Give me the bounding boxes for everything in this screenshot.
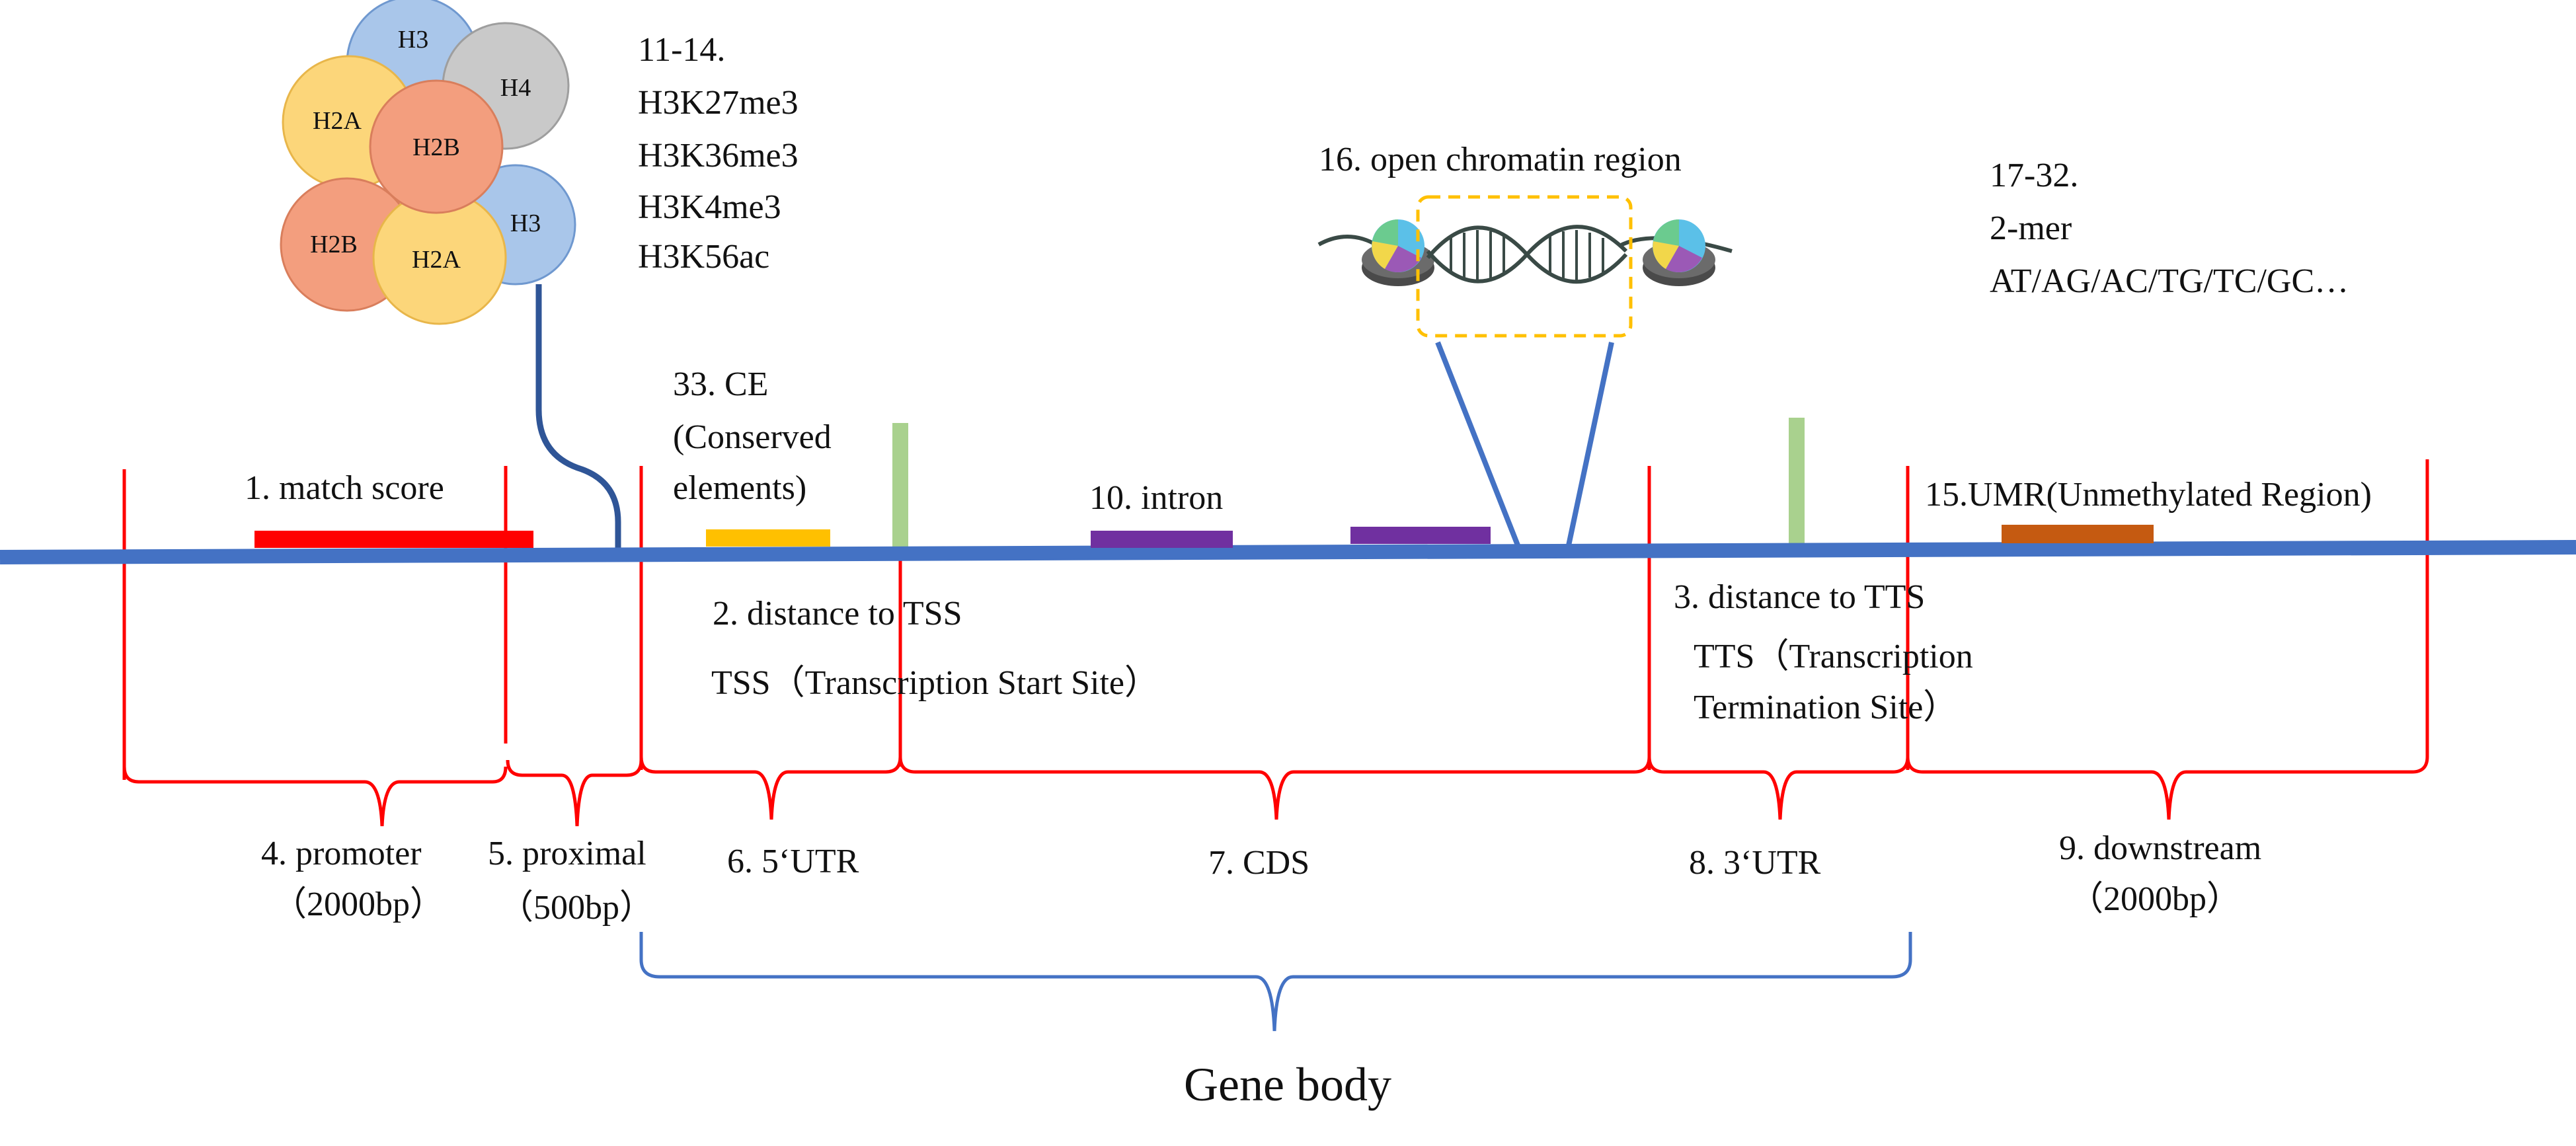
histone-marks-line: H3K27me3 [638, 84, 799, 122]
brace-utr5 [639, 756, 902, 820]
downstream-label: 9. downstream [2059, 829, 2261, 867]
histone-marks-line: 11-14. [638, 31, 725, 69]
dna-helix-strand [1426, 225, 1628, 284]
intron-bar [1091, 531, 1233, 548]
marker-tss [892, 423, 908, 549]
ce-label-line: elements) [673, 469, 806, 507]
promoter-size: （2000bp） [272, 886, 444, 923]
brace-downstream [1906, 734, 2429, 820]
ce-label-line: (Conserved [673, 418, 832, 456]
umr-label: 15.UMR(Unmethylated Region) [1925, 476, 2372, 514]
histone-label: H3 [510, 210, 541, 237]
brace-utr3 [1647, 756, 1910, 820]
histone-label: H3 [398, 26, 428, 54]
proximal-size: （500bp） [499, 889, 654, 927]
ce-bar [706, 529, 830, 547]
histone-tether [535, 284, 621, 555]
kmer-line: AT/AG/AC/TG/TC/GC… [1990, 262, 2349, 300]
dna-helix-rungs [1450, 230, 1604, 280]
open-region-projection-right [1565, 342, 1614, 549]
marker-tts [1789, 418, 1805, 543]
tts-definition-line: Termination Site） [1694, 689, 1957, 726]
histone-marks: 11-14. H3K27me3 H3K36me3 H3K4me3 H3K56ac [638, 31, 799, 276]
histone-label: H2A [412, 246, 461, 274]
promoter-label: 4. promoter [261, 835, 422, 872]
utr3-label: 8. 3‘UTR [1689, 844, 1821, 882]
histone-marks-line: H3K56ac [638, 238, 769, 276]
kmer-line: 17-32. [1990, 157, 2078, 194]
open-region-projection-left [1435, 341, 1522, 550]
intron-bar-second [1350, 527, 1491, 544]
intron-label: 10. intron [1089, 479, 1223, 517]
distance-tts-label: 3. distance to TTS [1674, 578, 1925, 616]
nucleosome-right [1643, 219, 1715, 286]
tss-definition: TSS（Transcription Start Site） [711, 664, 1159, 702]
utr5-label: 6. 5‘UTR [727, 843, 859, 880]
histone-marks-line: H3K36me3 [638, 137, 799, 174]
histone-octamer: H3 H4 H2A H2B H3 H2B H2A [280, 0, 576, 325]
region-braces [122, 734, 2429, 827]
dna-strand [0, 540, 2576, 564]
histone-label: H2B [310, 231, 358, 258]
brace-proximal [506, 759, 643, 827]
gene-body-label: Gene body [1184, 1058, 1391, 1111]
proximal-label: 5. proximal [488, 835, 646, 872]
cds-label: 7. CDS [1208, 844, 1309, 882]
kmer-line: 2-mer [1990, 210, 2072, 247]
histone-h2b-center [369, 79, 504, 214]
histone-label: H4 [500, 74, 531, 102]
open-region-box [1416, 195, 1633, 338]
umr-bar [2002, 525, 2154, 543]
match-score-label: 1. match score [245, 469, 444, 507]
brace-promoter [122, 766, 508, 827]
nucleosome-left [1362, 219, 1434, 286]
ce-label-line: 33. CE [673, 365, 768, 403]
distance-tss-label: 2. distance to TSS [713, 595, 962, 632]
downstream-size: （2000bp） [2069, 880, 2241, 918]
gene-body-brace [639, 932, 1912, 1032]
histone-label: H2B [412, 134, 460, 161]
tts-definition-line: TTS（Transcription [1694, 638, 1973, 675]
histone-marks-line: H3K4me3 [638, 188, 781, 226]
open-chromatin-illustration: 16. open chromatin region [1317, 141, 1733, 550]
match-score-bar [254, 531, 533, 548]
histone-label: H2A [313, 107, 362, 135]
brace-cds [898, 756, 1651, 820]
open-chromatin-label: 16. open chromatin region [1319, 141, 1682, 178]
kmer-features: 17-32. 2-mer AT/AG/AC/TG/TC/GC… [1990, 157, 2349, 300]
